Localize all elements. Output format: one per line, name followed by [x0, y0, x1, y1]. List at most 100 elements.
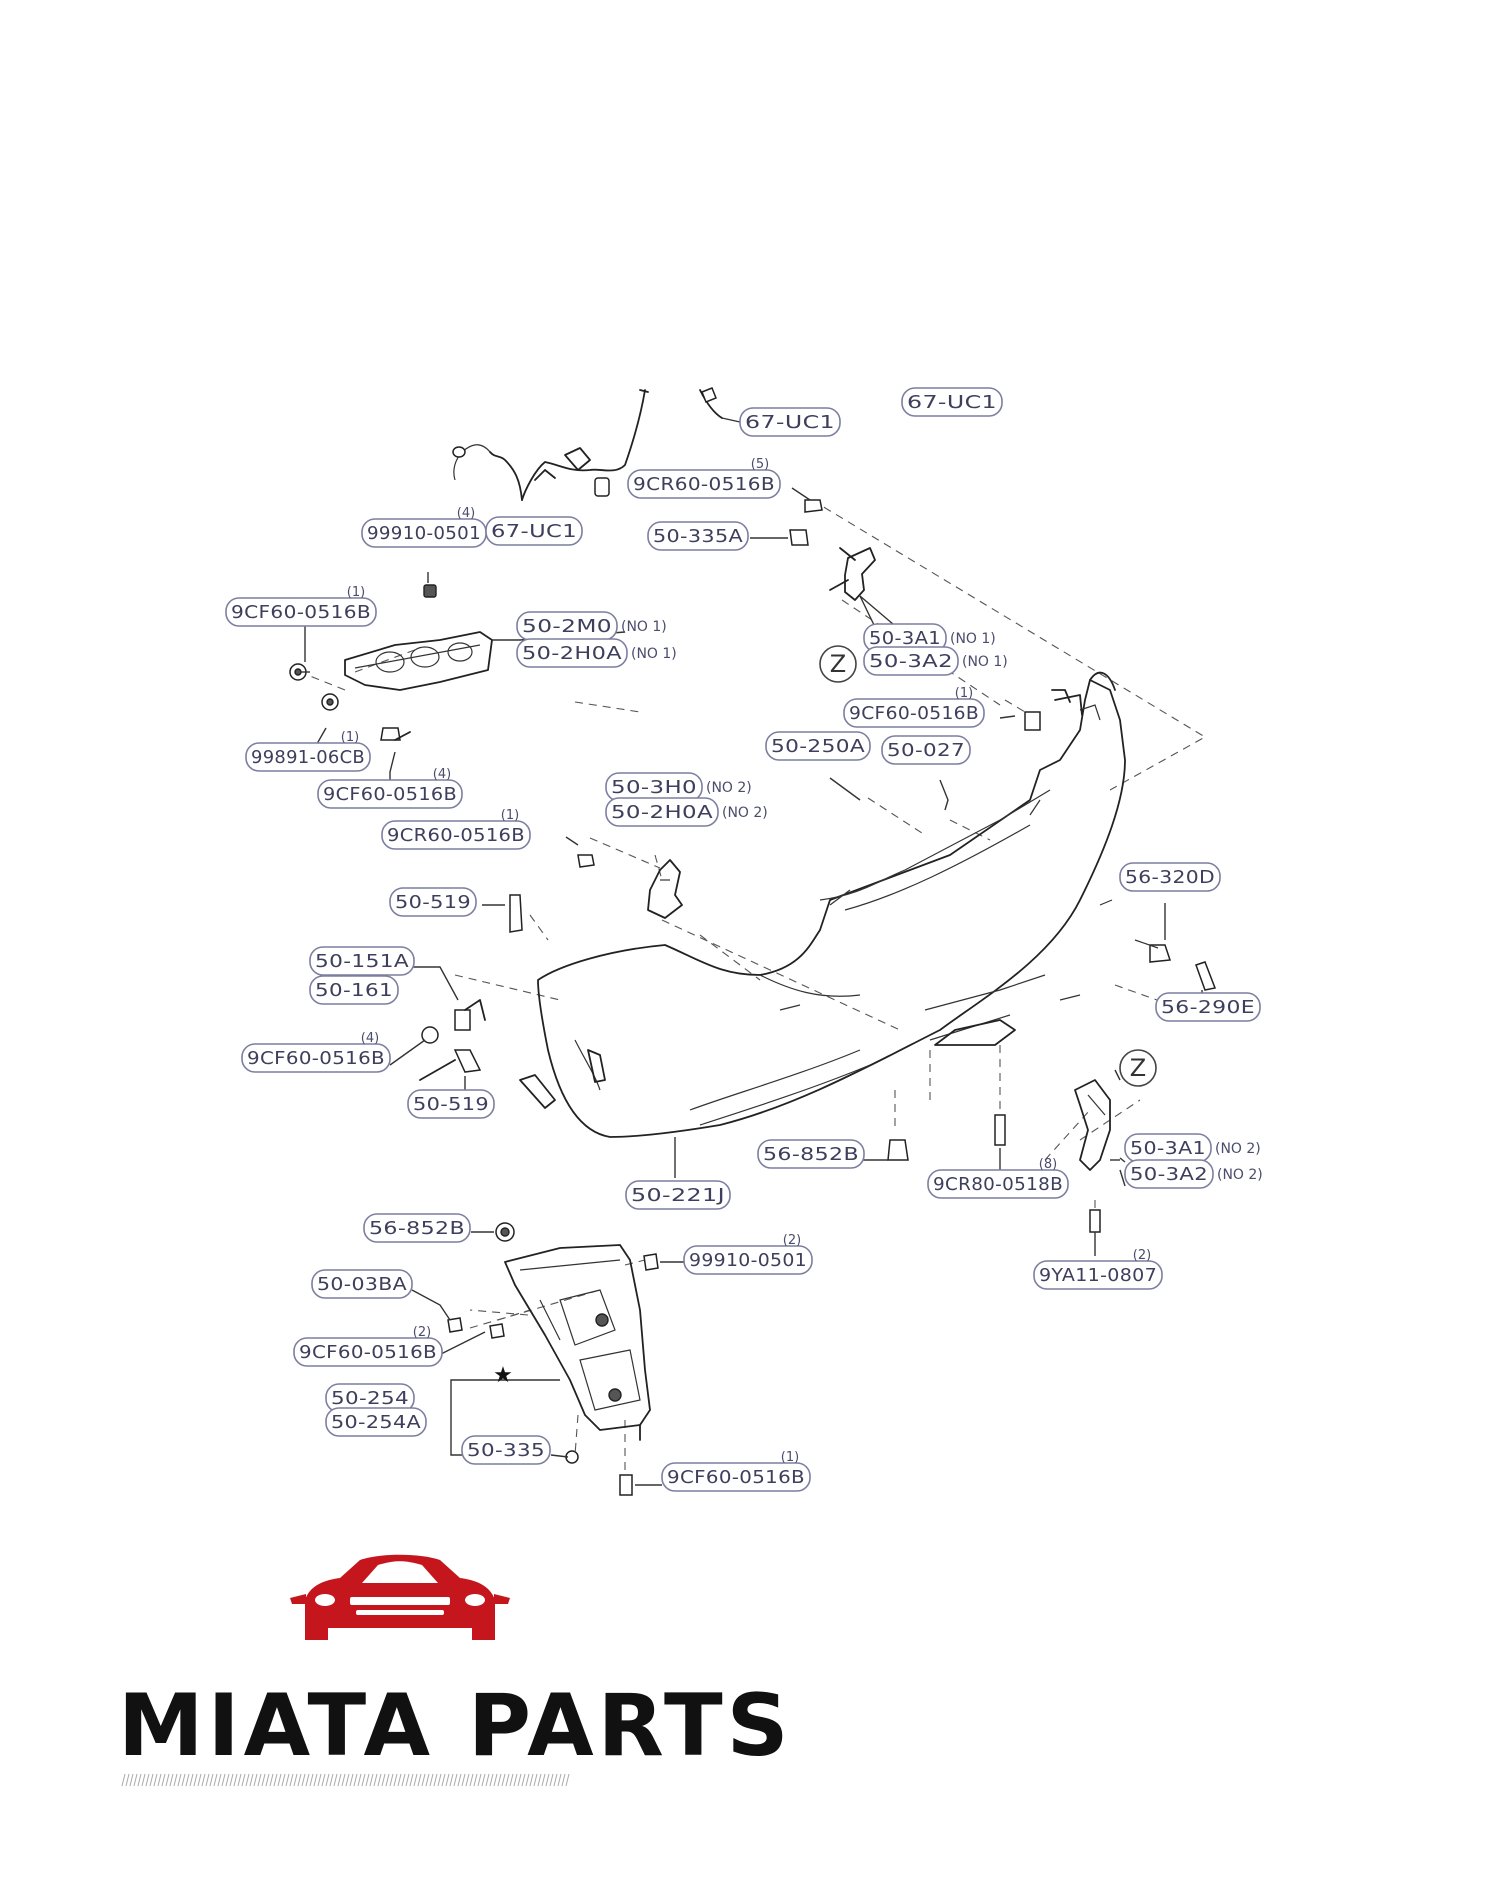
part-callout-50-3a1[interactable]: 50-3A1 (NO 2): [1124, 1133, 1261, 1163]
part-callout-50-027[interactable]: 50-027: [881, 735, 971, 765]
part-callout-frame: [485, 516, 583, 546]
part-number: 50-335A: [653, 526, 743, 547]
part-callout-50-519[interactable]: 50-519: [389, 887, 477, 917]
part-callout-67-uc1[interactable]: 67-UC1: [739, 407, 841, 437]
part-note: (NO 2): [722, 805, 768, 821]
part-callout-frame: [461, 1435, 551, 1465]
part-number: 56-290E: [1161, 997, 1255, 1018]
part-number: 50-519: [395, 892, 471, 913]
brand-name: MIATA PARTS: [118, 1676, 793, 1776]
part-callout-9ya11-0807[interactable]: 9YA11-0807(2): [1033, 1248, 1163, 1290]
part-number: 50-151A: [315, 951, 409, 972]
part-callout-frame: [516, 638, 628, 668]
lower-right-bracket-drawing: [887, 1079, 1120, 1233]
upper-right-bracket-drawing: [789, 499, 1041, 731]
part-callout-50-3h0[interactable]: 50-3H0(NO 2): [605, 772, 752, 802]
part-callout-50-254[interactable]: 50-254: [325, 1383, 415, 1413]
part-note: (NO 2): [1217, 1167, 1263, 1183]
part-callout-50-335[interactable]: 50-335: [461, 1435, 551, 1465]
part-callout-frame: [1124, 1159, 1214, 1189]
part-number: 9CF60-0516B: [323, 784, 457, 805]
part-callout-frame: [757, 1139, 865, 1169]
part-callout-frame: [245, 742, 371, 772]
part-number: 9CR60-0516B: [387, 825, 525, 846]
part-number: 50-2M0: [522, 616, 612, 637]
part-callout-99910-0501[interactable]: 99910-0501(2): [683, 1233, 813, 1275]
part-callout-frame: [765, 731, 871, 761]
part-callout-frame: [1033, 1260, 1163, 1290]
part-callout-9cf60-0516b[interactable]: 9CF60-0516B(4): [241, 1031, 391, 1073]
part-number: 50-254: [331, 1388, 409, 1409]
part-quantity: (1): [781, 1450, 799, 1465]
part-callout-frame: [739, 407, 841, 437]
view-marker-label: Z: [830, 650, 846, 678]
part-callout-50-335a[interactable]: 50-335A: [647, 521, 749, 551]
part-callout-67-uc1[interactable]: 67-UC1: [901, 387, 1003, 417]
part-callout-frame: [647, 521, 749, 551]
leader-lines: [304, 421, 1203, 1486]
car-silhouette-icon: [290, 1554, 510, 1640]
brand-underline-hatch: [121, 1773, 570, 1787]
part-callout-50-3a1[interactable]: 50-3A1 (NO 1): [863, 623, 996, 653]
part-callout-50-254a[interactable]: 50-254A: [325, 1407, 427, 1437]
part-number: 99910-0501: [689, 1250, 807, 1271]
part-callout-50-3a2[interactable]: 50-3A2(NO 2): [1124, 1159, 1263, 1189]
part-callout-9cf60-0516b[interactable]: 9CF60-0516B(1): [843, 686, 985, 728]
lower-side-bracket-drawing: [447, 1222, 659, 1496]
part-callout-9cf60-0516b[interactable]: 9CF60-0516B(4): [317, 767, 463, 809]
part-callout-50-519[interactable]: 50-519: [407, 1089, 495, 1119]
part-callout-50-2h0a[interactable]: 50-2H0A(NO 1): [516, 638, 677, 668]
part-callout-frame: [225, 597, 377, 627]
part-callout-frame: [1155, 992, 1261, 1022]
part-callout-9cr80-0518b[interactable]: 9CR80-0518B(8): [927, 1157, 1069, 1199]
part-number: 50-3A1: [1130, 1138, 1206, 1159]
part-callout-67-uc1[interactable]: 67-UC1: [485, 516, 583, 546]
center-bracket-drawing: [577, 854, 683, 919]
part-callout-frame: [241, 1043, 391, 1073]
upper-left-hardware: [289, 584, 437, 741]
part-callout-9cf60-0516b[interactable]: 9CF60-0516B(1): [661, 1450, 811, 1492]
part-note: (NO 2): [1215, 1141, 1261, 1157]
part-callout-56-852b[interactable]: 56-852B: [757, 1139, 865, 1169]
part-callout-50-3a2[interactable]: 50-3A2(NO 1): [863, 646, 1008, 676]
part-callout-9cf60-0516b[interactable]: 9CF60-0516B(1): [225, 585, 377, 627]
part-callout-9cr60-0516b[interactable]: 9CR60-0516B(1): [381, 808, 531, 850]
part-number: 50-3A1: [869, 628, 941, 649]
part-number: 99910-0501: [367, 523, 481, 544]
part-number: 67-UC1: [491, 521, 577, 542]
part-callout-9cf60-0516b[interactable]: 9CF60-0516B(2): [293, 1325, 443, 1367]
part-quantity: (8): [1039, 1157, 1057, 1172]
part-callout-99891-06cb[interactable]: 99891-06CB(1): [245, 730, 371, 772]
wiring-harness-drawing: [452, 387, 741, 501]
part-callout-56-320d[interactable]: 56-320D: [1119, 862, 1221, 892]
part-callout-56-290e[interactable]: 56-290E: [1155, 992, 1261, 1022]
part-number: 50-335: [467, 1440, 545, 1461]
part-callout-frame: [661, 1462, 811, 1492]
part-quantity: (1): [347, 585, 365, 600]
part-number: 99891-06CB: [251, 747, 365, 768]
part-callout-frame: [901, 387, 1003, 417]
part-note: (NO 1): [950, 631, 996, 647]
part-callout-frame: [317, 779, 463, 809]
part-callout-50-151a[interactable]: 50-151A: [309, 946, 415, 976]
part-callout-50-03ba[interactable]: 50-03BA: [311, 1269, 413, 1299]
star-symbol: ★: [493, 1363, 513, 1388]
bumper-cover-drawing: [519, 671, 1126, 1138]
part-callout-50-250a[interactable]: 50-250A: [765, 731, 871, 761]
part-callout-50-161[interactable]: 50-161: [309, 975, 399, 1005]
part-number: 50-03BA: [317, 1274, 407, 1295]
part-number: 50-250A: [771, 736, 865, 757]
part-callout-frame: [311, 1269, 413, 1299]
part-note: (NO 1): [962, 654, 1008, 670]
part-callout-9cr60-0516b[interactable]: 9CR60-0516B(5): [627, 457, 781, 499]
part-callout-56-852b[interactable]: 56-852B: [363, 1213, 471, 1243]
part-callout-50-2m0[interactable]: 50-2M0(NO 1): [516, 611, 667, 641]
part-callout-frame: [627, 469, 781, 499]
part-callout-frame: [863, 646, 959, 676]
part-callout-50-2h0a[interactable]: 50-2H0A(NO 2): [605, 797, 768, 827]
part-callout-frame: [381, 820, 531, 850]
part-number: 9CF60-0516B: [247, 1048, 385, 1069]
part-callout-50-221j[interactable]: 50-221J: [625, 1180, 731, 1210]
part-callout-99910-0501[interactable]: 99910-0501(4): [361, 506, 487, 548]
